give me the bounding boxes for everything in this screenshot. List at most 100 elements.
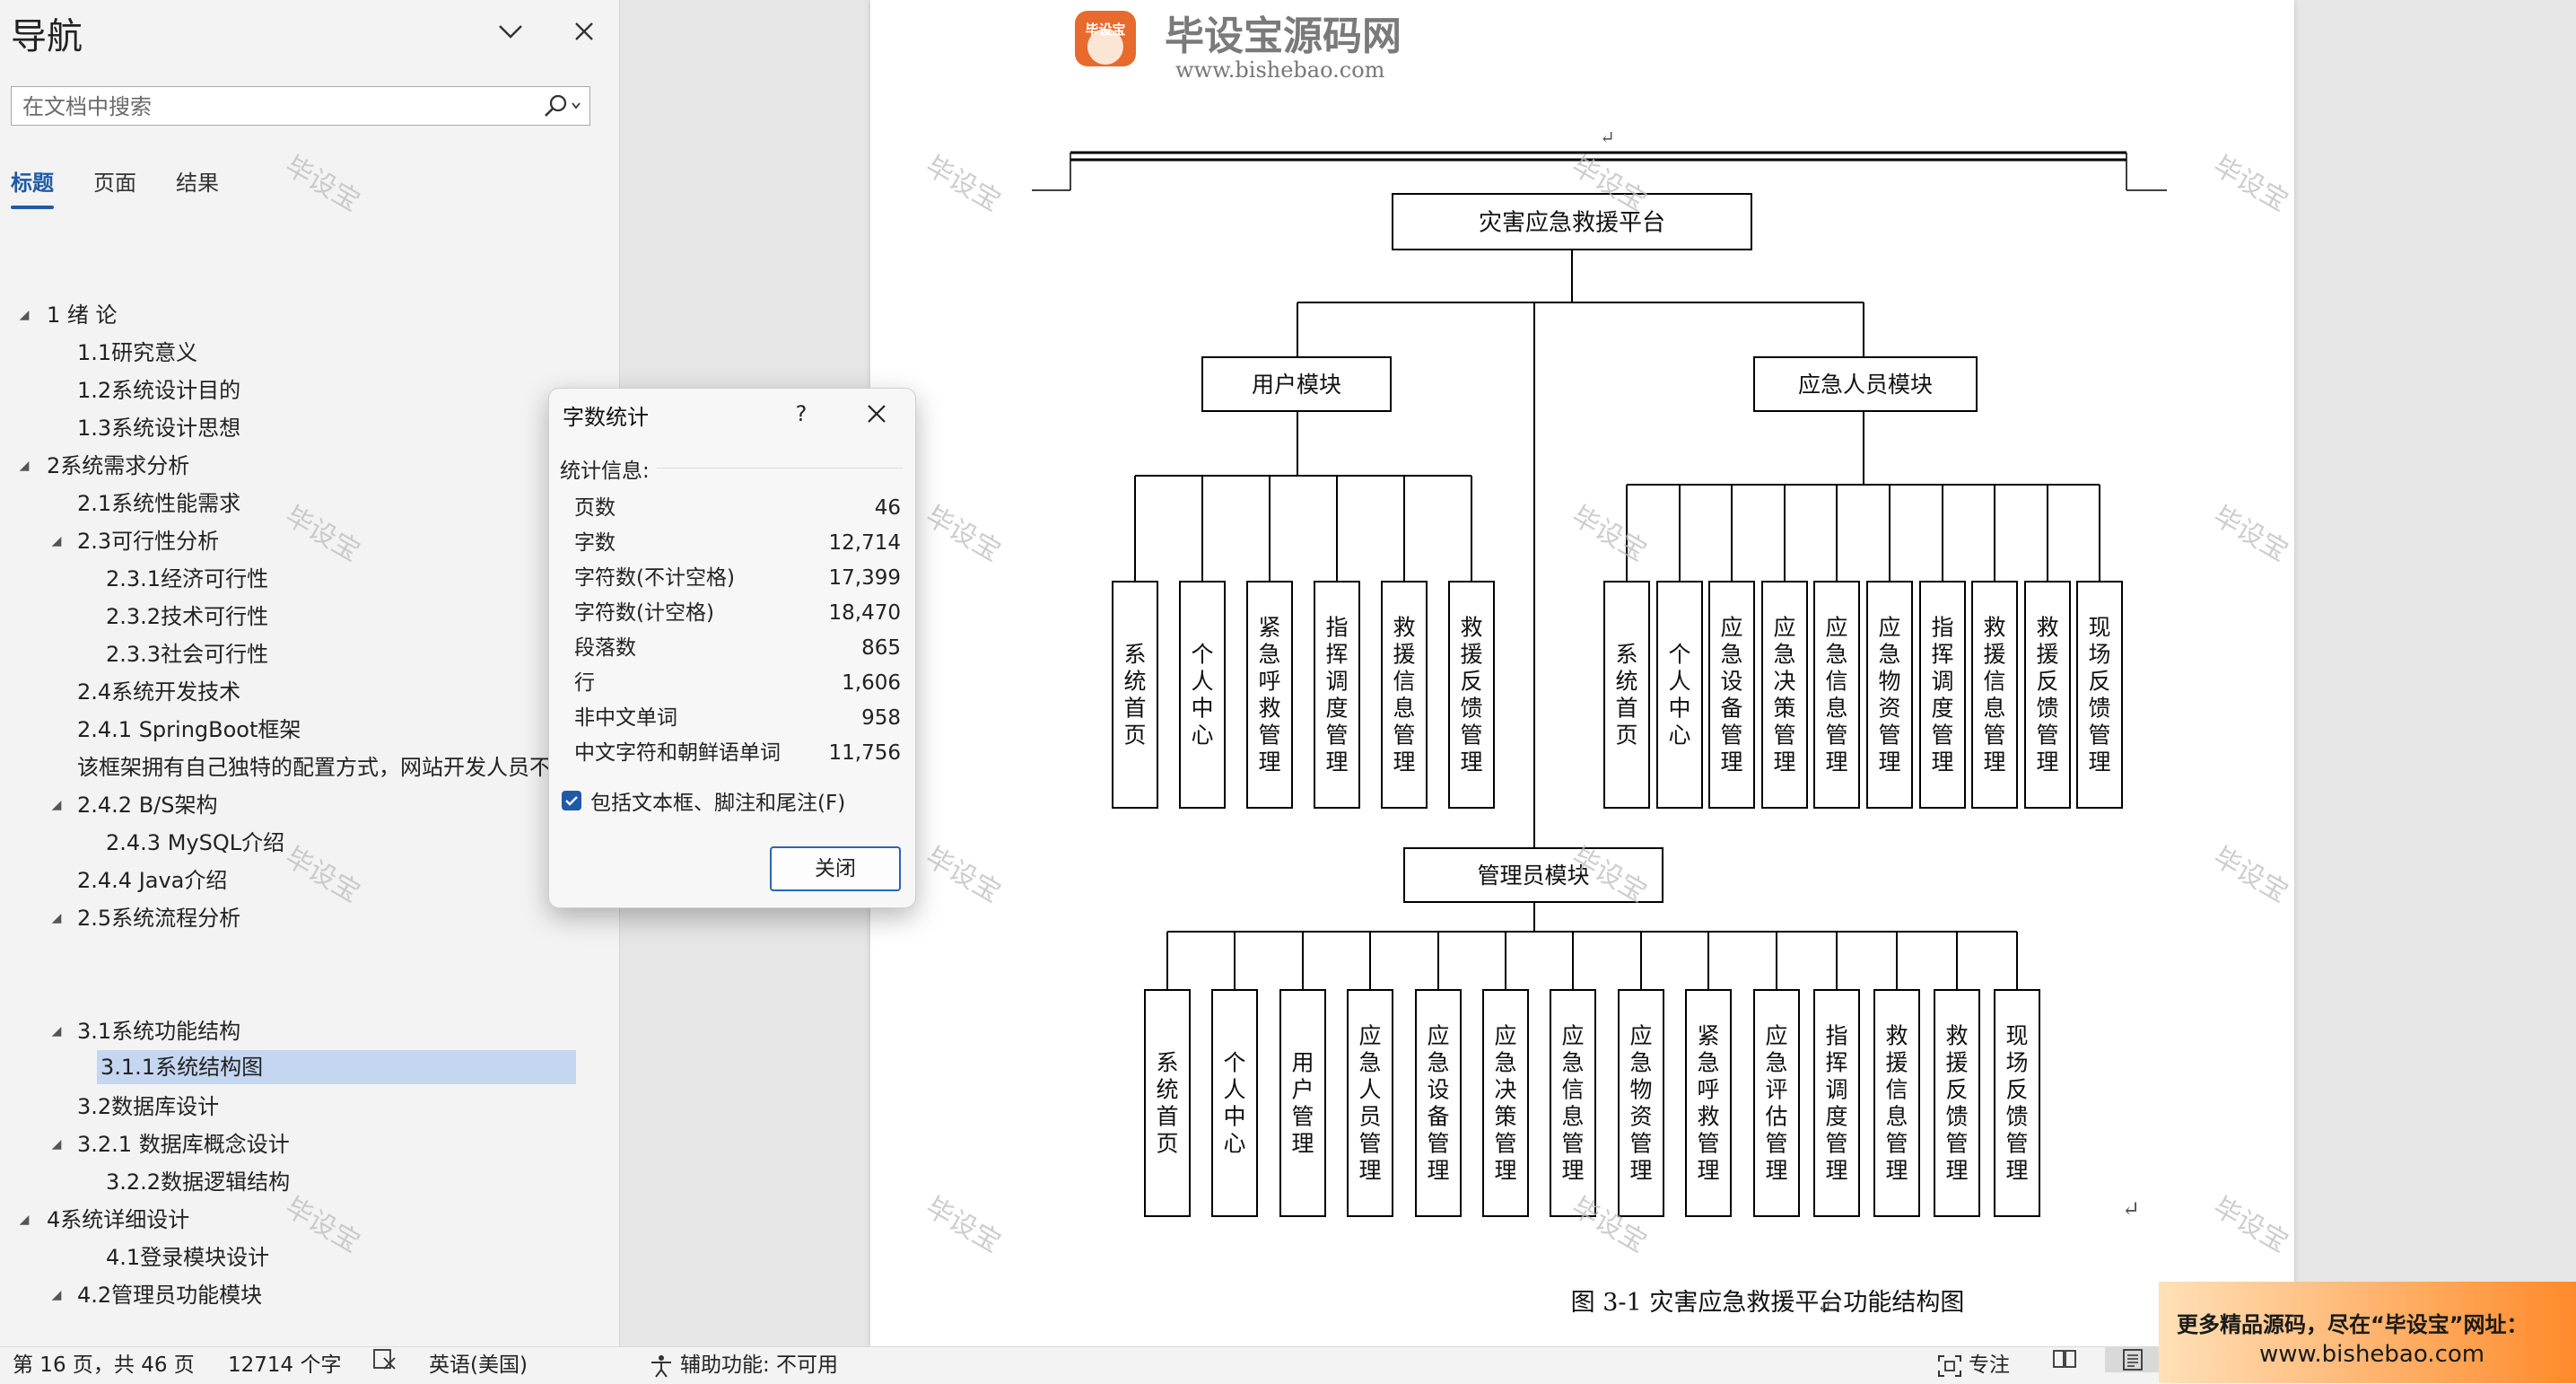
accessibility-status[interactable]: 辅助功能: 不可用 — [648, 1347, 838, 1384]
word-count[interactable]: 12714 个字 — [228, 1353, 342, 1377]
nav-heading-item[interactable]: 2.4.3 MySQL介绍 — [0, 824, 619, 862]
nav-heading-label: 2.3可行性分析 — [77, 529, 220, 554]
diagram-leaf-box — [1994, 989, 2040, 1217]
diagram-leaf-box — [2024, 581, 2071, 809]
nav-heading-item[interactable]: 1.2系统设计目的 — [0, 372, 619, 409]
diagram-leaf-label: 应急物资管理 — [1878, 614, 1900, 775]
nav-heading-item[interactable]: ◢ 1 绪 论 — [0, 296, 619, 334]
nav-heading-item[interactable]: 3.2数据库设计 — [0, 1088, 619, 1126]
search-input[interactable] — [12, 87, 545, 127]
nav-heading-label: 3.1.1系统结构图 — [97, 1050, 576, 1084]
proofing-icon[interactable] — [371, 1347, 398, 1371]
dialog-close-button[interactable] — [851, 396, 902, 432]
diagram-leaf-box — [1685, 989, 1732, 1217]
diagram-leaf-box — [1813, 581, 1860, 809]
expand-triangle-icon[interactable]: ◢ — [51, 1288, 62, 1302]
diagram-leaf-box — [1813, 989, 1860, 1217]
nav-heading-item[interactable]: 3.1.1系统结构图 — [0, 1050, 619, 1088]
nav-heading-item[interactable]: 1.1研究意义 — [0, 334, 619, 372]
nav-heading-item[interactable]: ◢ 2.3可行性分析 — [0, 522, 619, 560]
stat-value: 1,606 — [842, 671, 901, 695]
nav-heading-label: 2.3.3社会可行性 — [106, 642, 269, 667]
focus-mode-button[interactable]: 专注 — [1936, 1347, 2010, 1384]
document-page[interactable]: 灾害应急救援平台用户模块应急人员模块管理员模块系统首页个人中心紧急呼救管理指挥调… — [870, 0, 2294, 1346]
nav-close-button[interactable] — [562, 9, 607, 54]
nav-heading-label: 2系统需求分析 — [47, 453, 190, 478]
diagram-leaf-label: 紧急呼救管理 — [1697, 1022, 1719, 1183]
nav-heading-label: 1.1研究意义 — [77, 340, 198, 365]
nav-heading-label: 2.3.2技术可行性 — [106, 604, 269, 629]
paragraph-mark: ↵ — [2122, 1196, 2140, 1222]
include-footnotes-checkbox[interactable]: 包括文本框、脚注和尾注(F) — [562, 785, 845, 816]
stat-label: 中文字符和朝鲜语单词 — [574, 741, 781, 765]
expand-triangle-icon[interactable]: ◢ — [51, 798, 62, 812]
diagram-leaf-label: 系统首页 — [1615, 641, 1637, 748]
diagram-leaf-label: 应急物资管理 — [1629, 1022, 1652, 1183]
nav-heading-item[interactable]: ◢ 3.1系统功能结构 — [0, 1012, 619, 1050]
promo-banner[interactable]: 更多精品源码，尽在“毕设宝”网址： www.bishebao.com — [2159, 1282, 2576, 1383]
stat-label: 字符数(不计空格) — [574, 566, 735, 590]
nav-heading-item[interactable] — [0, 937, 619, 975]
diagram-leaf-box — [1112, 581, 1158, 809]
nav-heading-label: 3.2数据库设计 — [77, 1094, 220, 1119]
expand-triangle-icon[interactable]: ◢ — [51, 534, 62, 548]
diagram-leaf-box — [1708, 581, 1755, 809]
nav-heading-item[interactable]: 3.2.2数据逻辑结构 — [0, 1163, 619, 1201]
nav-tab-1[interactable]: 页面 — [93, 171, 136, 196]
nav-tab-0[interactable]: 标题 — [11, 165, 54, 209]
diagram-leaf-box — [1246, 581, 1293, 809]
diagram-leaf-box — [1179, 581, 1226, 809]
book-icon — [2053, 1350, 2076, 1368]
help-button[interactable]: ? — [795, 401, 808, 426]
expand-triangle-icon[interactable]: ◢ — [51, 1024, 62, 1038]
nav-heading-item[interactable]: 2.4.4 Java介绍 — [0, 862, 619, 899]
language-indicator[interactable]: 英语(美国) — [429, 1353, 528, 1377]
expand-triangle-icon[interactable]: ◢ — [51, 911, 62, 925]
expand-triangle-icon[interactable]: ◢ — [19, 459, 30, 473]
expand-triangle-icon[interactable]: ◢ — [19, 308, 30, 322]
nav-heading-item[interactable]: 1.3系统设计思想 — [0, 409, 619, 447]
search-button[interactable] — [539, 91, 586, 121]
diagram-box — [1392, 193, 1752, 250]
nav-heading-item[interactable]: ◢2.5系统流程分析 — [0, 899, 619, 937]
nav-heading-item[interactable]: 2.4.1 SpringBoot框架 — [0, 711, 619, 749]
read-mode-button[interactable] — [2051, 1347, 2078, 1371]
expand-triangle-icon[interactable]: ◢ — [19, 1213, 30, 1227]
diagram-leaf-label: 救援信息管理 — [1393, 614, 1415, 775]
nav-heading-label: 1.2系统设计目的 — [77, 378, 241, 403]
nav-heading-item[interactable] — [0, 975, 619, 1012]
nav-heading-item[interactable]: 2.3.2技术可行性 — [0, 598, 619, 635]
nav-heading-item[interactable]: ◢4系统详细设计 — [0, 1201, 619, 1239]
nav-heading-label: 1 绪 论 — [47, 302, 118, 328]
nav-heading-label: 2.4.1 SpringBoot框架 — [77, 717, 301, 742]
nav-heading-item[interactable]: 2.1系统性能需求 — [0, 485, 619, 522]
nav-heading-item[interactable]: 4.1登录模块设计 — [0, 1239, 619, 1276]
nav-tab-2[interactable]: 结果 — [176, 171, 219, 196]
nav-heading-item[interactable]: 2.4系统开发技术 — [0, 673, 619, 711]
close-button[interactable]: 关闭 — [770, 846, 901, 891]
print-layout-button[interactable] — [2105, 1347, 2161, 1372]
nav-heading-label: 3.1系统功能结构 — [77, 1019, 241, 1044]
nav-heading-item[interactable]: ◢4.2管理员功能模块 — [0, 1276, 619, 1314]
nav-options-button[interactable] — [488, 9, 533, 54]
promo-line1: 更多精品源码，尽在“毕设宝”网址： — [2177, 1312, 2528, 1337]
nav-heading-item[interactable]: ◢2.4.2 B/S架构 — [0, 786, 619, 824]
expand-triangle-icon[interactable]: ◢ — [51, 1137, 62, 1152]
nav-heading-item[interactable]: ◢ 2系统需求分析 — [0, 447, 619, 485]
divider — [657, 468, 903, 469]
diagram-leaf-label: 个人中心 — [1191, 641, 1213, 748]
dialog-title: 字数统计 — [563, 405, 649, 430]
nav-heading-item[interactable]: 2.3.3社会可行性 — [0, 635, 619, 673]
diagram-leaf-label: 指挥调度管理 — [1325, 614, 1348, 775]
diagram-leaf-box — [1347, 989, 1393, 1217]
nav-heading-item[interactable]: 该框架拥有自己独特的配置方式，网站开发人员不 — [0, 749, 619, 786]
nav-heading-item[interactable]: 2.3.1经济可行性 — [0, 560, 619, 598]
diagram-box-label: 用户模块 — [1252, 372, 1341, 398]
page-count[interactable]: 第 16 页，共 46 页 — [13, 1353, 195, 1377]
nav-heading-item[interactable]: ◢3.2.1 数据库概念设计 — [0, 1126, 619, 1163]
stat-value: 958 — [861, 706, 901, 730]
